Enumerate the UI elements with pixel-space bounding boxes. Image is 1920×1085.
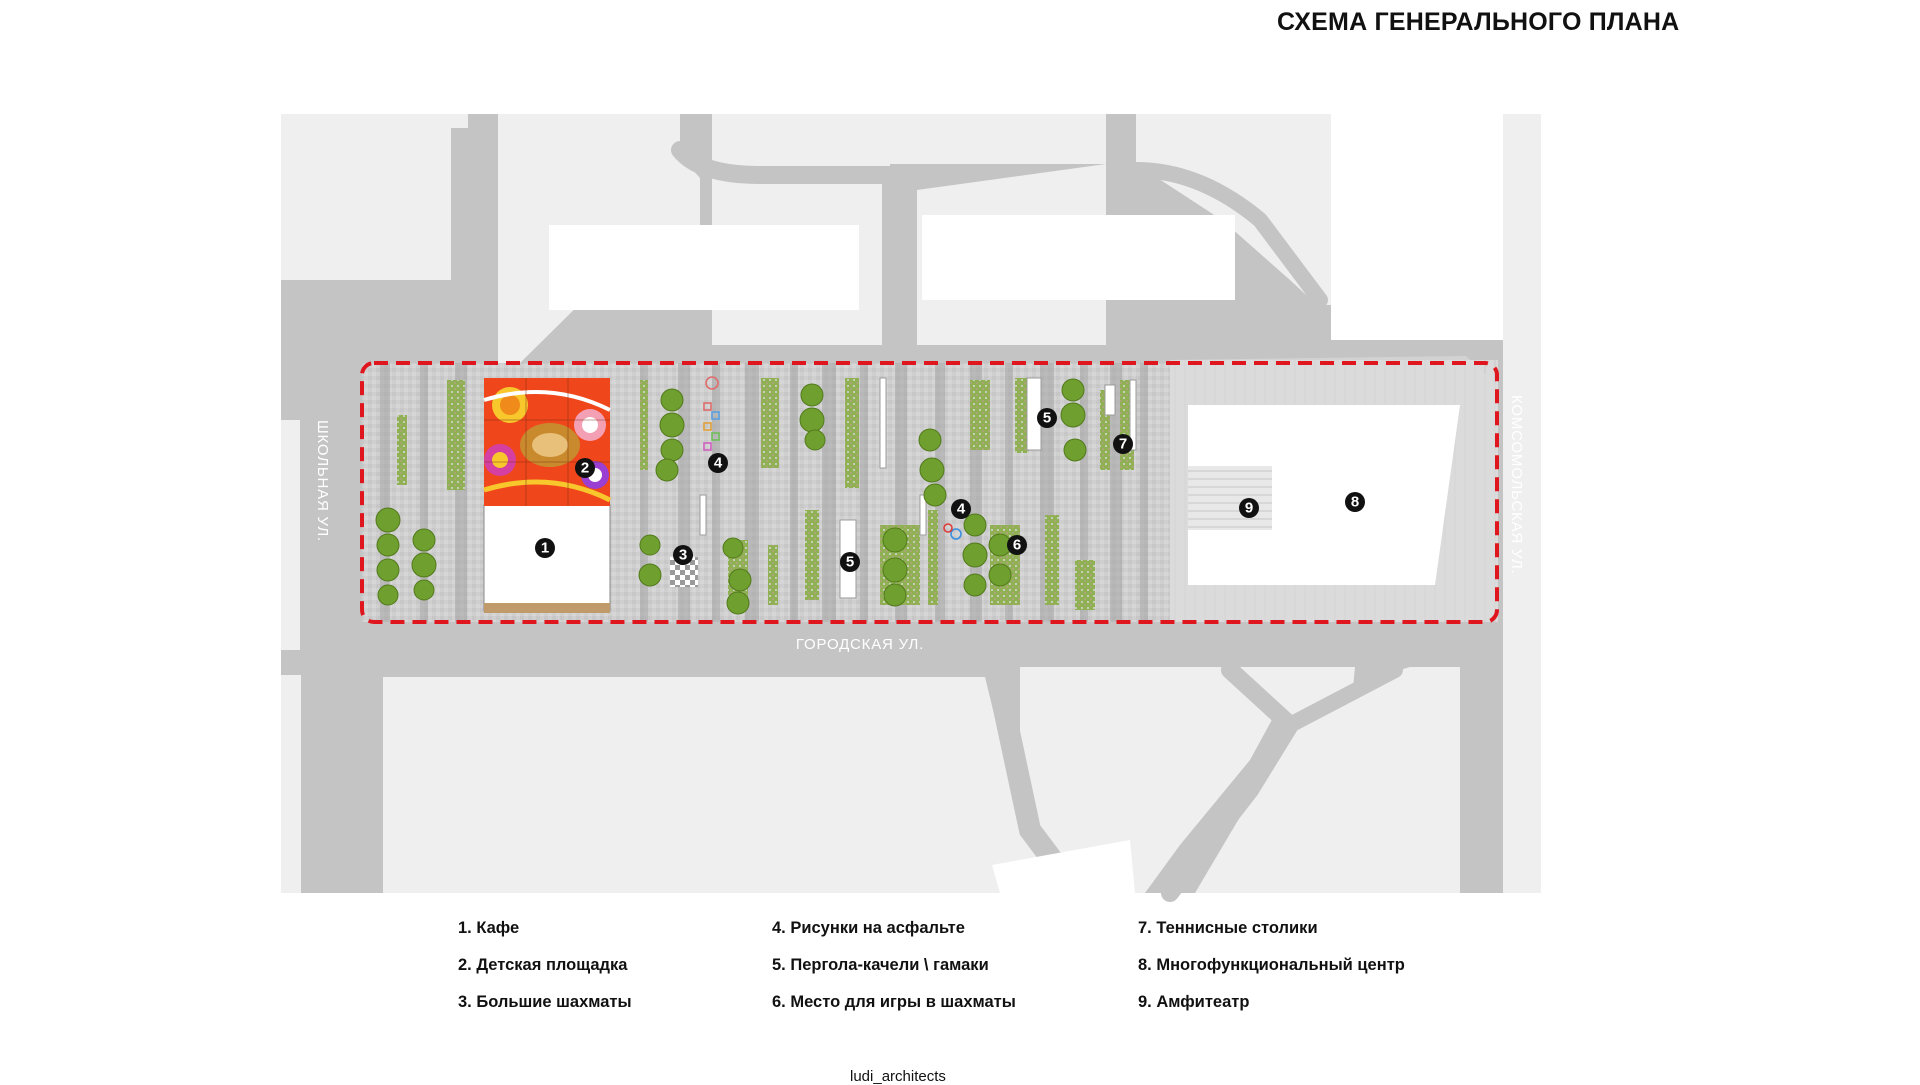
svg-text:5: 5	[846, 554, 854, 571]
cafe-terrace	[484, 603, 610, 613]
marker-5b: 5	[1037, 408, 1057, 428]
legend-item-8: 8. Многофункциональный центр	[1138, 956, 1405, 974]
svg-text:5: 5	[1043, 410, 1051, 427]
street-label-komsomolskaya: КОМСОМОЛЬСКАЯ УЛ.	[1508, 395, 1525, 574]
marker-8: 8	[1345, 492, 1365, 512]
svg-text:4: 4	[957, 501, 966, 518]
marker-6: 6	[1007, 535, 1027, 555]
svg-text:8: 8	[1351, 494, 1359, 511]
svg-text:3: 3	[679, 547, 687, 564]
markers: 1 2 3 4 4 5 5 6 7 8 9	[535, 408, 1365, 572]
credit: ludi_architects	[850, 1068, 946, 1085]
svg-text:6: 6	[1013, 537, 1021, 554]
cafe-building	[483, 504, 611, 612]
marker-1: 1	[535, 538, 555, 558]
marker-9: 9	[1239, 498, 1259, 518]
marker-7: 7	[1113, 434, 1133, 454]
svg-text:7: 7	[1119, 436, 1127, 453]
buildings	[549, 114, 1503, 893]
page-title: СХЕМА ГЕНЕРАЛЬНОГО ПЛАНА	[1277, 8, 1680, 36]
building-south	[992, 840, 1135, 893]
amphitheatre	[1188, 466, 1272, 530]
legend-item-4: 4. Рисунки на асфальте	[772, 919, 965, 937]
legend-item-9: 9. Амфитеатр	[1138, 993, 1250, 1011]
street-label-gorodskaya: ГОРОДСКАЯ УЛ.	[796, 636, 924, 653]
marker-5a: 5	[840, 552, 860, 572]
trees	[375, 378, 1087, 615]
marker-4b: 4	[951, 499, 971, 519]
svg-text:2: 2	[581, 460, 589, 477]
site-boundary	[360, 361, 1499, 624]
building-north-left	[549, 225, 859, 310]
legend-item-2: 2. Детская площадка	[458, 956, 628, 974]
building-north-east	[1331, 114, 1503, 340]
legend-item-7: 7. Теннисные столики	[1138, 919, 1318, 937]
marker-2: 2	[575, 458, 595, 478]
marker-3: 3	[673, 545, 693, 565]
svg-text:4: 4	[714, 455, 723, 472]
legend-item-6: 6. Место для игры в шахматы	[772, 993, 1016, 1011]
legend-item-1: 1. Кафе	[458, 919, 520, 937]
legend-item-3: 3. Большие шахматы	[458, 993, 632, 1011]
pergolas	[699, 377, 1137, 599]
playground	[483, 378, 612, 506]
legend-item-5: 5. Пергола-качели \ гамаки	[772, 956, 989, 974]
building-north-right	[922, 215, 1235, 300]
marker-4a: 4	[708, 453, 728, 473]
multifunctional-centre	[1188, 405, 1460, 585]
project-site	[360, 356, 1499, 624]
svg-text:1: 1	[541, 540, 549, 557]
asphalt-drawings	[703, 376, 962, 540]
street-label-shkolnaya: ШКОЛЬНАЯ УЛ.	[314, 420, 331, 542]
svg-text:9: 9	[1245, 500, 1253, 517]
